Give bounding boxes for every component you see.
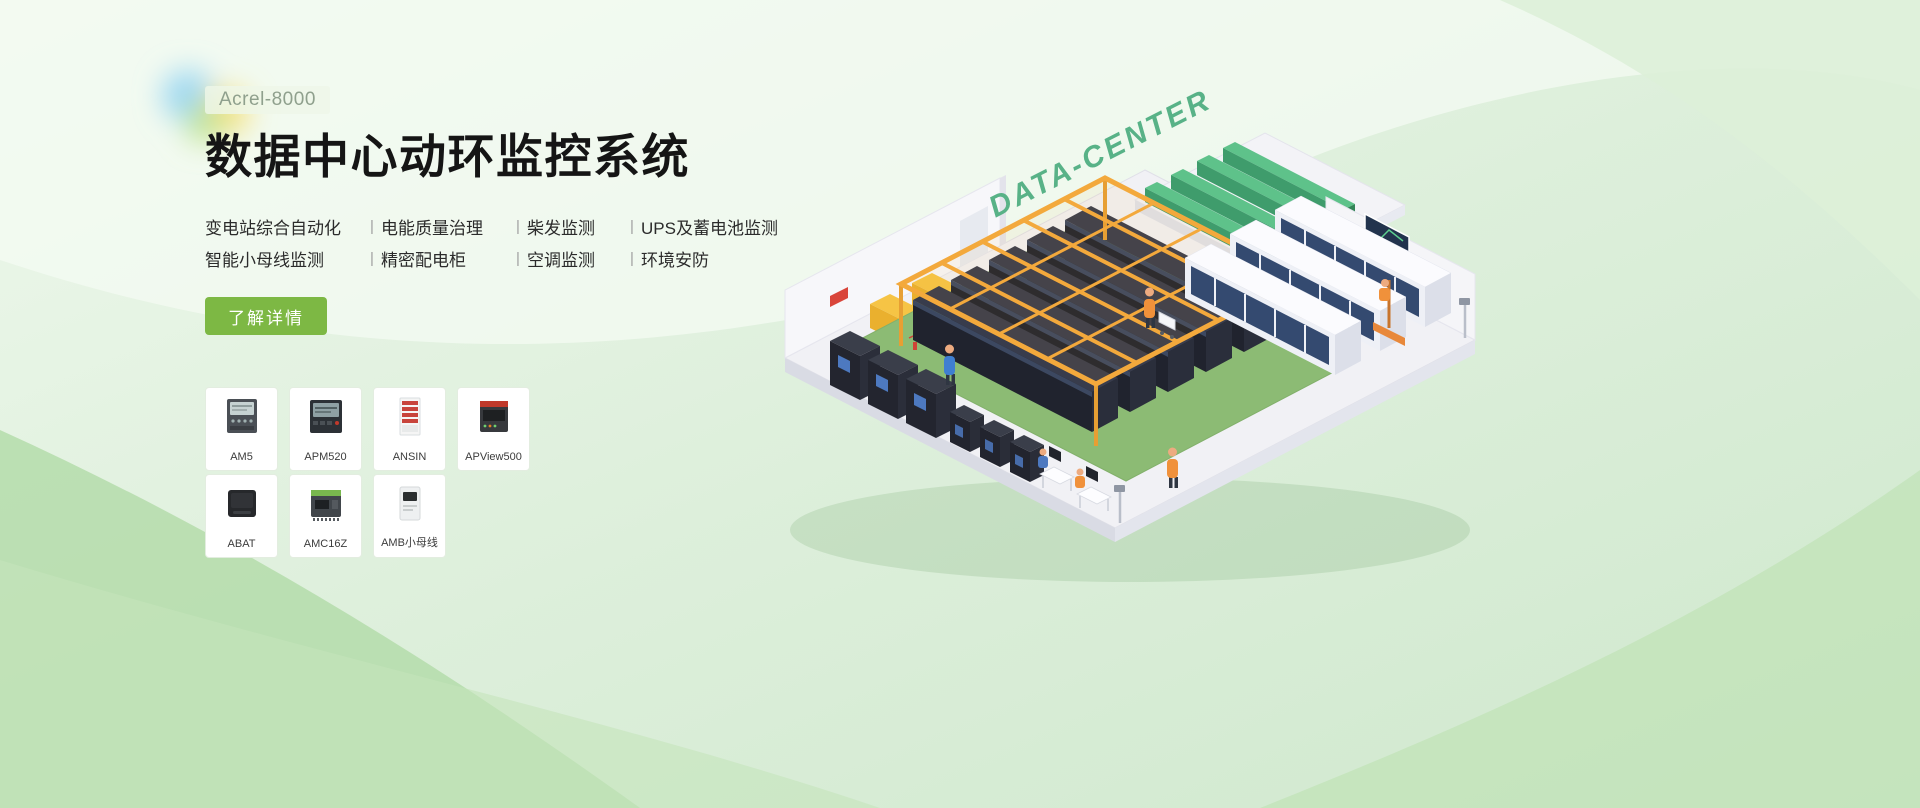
hero-content: Acrel-8000 数据中心动环监控系统 变电站综合自动化 | 电能质量治理 …	[205, 86, 845, 558]
product-card-amb[interactable]: AMB小母线	[373, 474, 446, 558]
product-card-apview500[interactable]: APView500	[457, 387, 530, 471]
product-card-am5[interactable]: AM5	[205, 387, 278, 471]
feature-item: 精密配电柜	[381, 251, 466, 270]
product-card-grid: AM5 APM520	[205, 387, 535, 558]
exit-sign	[830, 287, 848, 307]
data-center-illustration: DATA-CENTER	[783, 90, 1477, 582]
product-image-apview500	[471, 396, 517, 443]
product-name: AMC16Z	[303, 538, 348, 550]
product-series-badge: Acrel-8000	[205, 86, 330, 114]
feature-divider: |	[516, 218, 520, 235]
feature-item: 柴发监测	[527, 219, 595, 238]
product-card-apm520[interactable]: APM520	[289, 387, 362, 471]
feature-divider: |	[630, 250, 634, 267]
product-image-abat	[219, 483, 265, 530]
product-name: ANSIN	[392, 451, 427, 463]
product-name: ABAT	[227, 538, 256, 550]
security-cameras	[1114, 298, 1470, 523]
product-card-ansin[interactable]: ANSIN	[373, 387, 446, 471]
feature-item: 空调监测	[527, 251, 595, 270]
product-image-amb	[387, 483, 433, 530]
dark-cabinets	[830, 331, 956, 438]
feature-item: 变电站综合自动化	[205, 219, 341, 238]
product-name: APView500	[465, 451, 522, 463]
feature-item: 电能质量治理	[381, 219, 483, 238]
feature-divider: |	[630, 218, 634, 235]
feature-list: 变电站综合自动化 | 电能质量治理 | 柴发监测 | UPS及蓄电池监测 智能小…	[205, 214, 845, 271]
feature-item: 环境安防	[641, 251, 709, 270]
product-image-apm520	[303, 396, 349, 443]
product-card-amc16z[interactable]: AMC16Z	[289, 474, 362, 558]
feature-item: UPS及蓄电池监测	[641, 219, 778, 238]
feature-item: 智能小母线监测	[205, 251, 324, 270]
feature-divider: |	[370, 218, 374, 235]
product-image-amc16z	[303, 483, 349, 530]
product-name: AMB小母线	[381, 537, 438, 549]
product-name: AM5	[230, 451, 253, 463]
product-image-am5	[219, 396, 265, 443]
feature-divider: |	[370, 250, 374, 267]
product-name: APM520	[304, 451, 347, 463]
feature-divider: |	[516, 250, 520, 267]
product-image-ansin	[387, 396, 433, 443]
workers	[944, 279, 1405, 488]
product-card-abat[interactable]: ABAT	[205, 474, 278, 558]
learn-more-button[interactable]: 了解详情	[205, 297, 327, 335]
monitoring-desks	[1038, 446, 1112, 511]
page-title: 数据中心动环监控系统	[205, 130, 690, 183]
busway-frame	[895, 175, 1306, 446]
